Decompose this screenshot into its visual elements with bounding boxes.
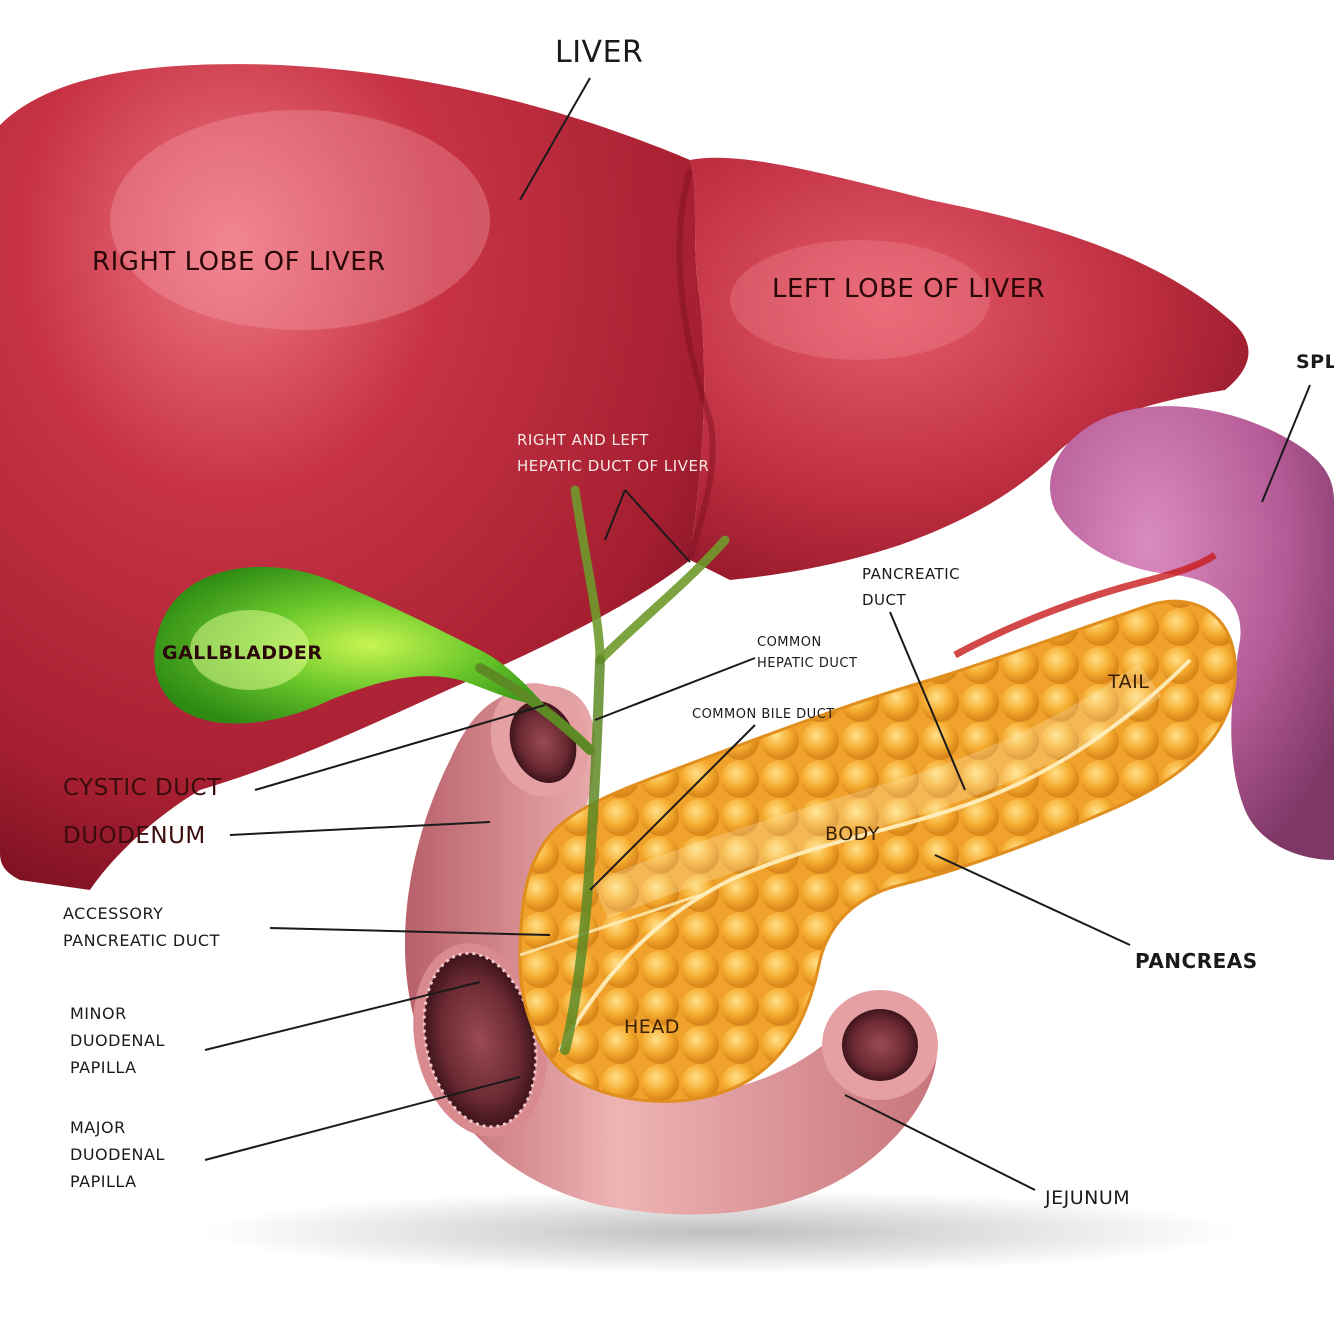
label-hepatic-ducts-line1: RIGHT AND LEFT: [517, 431, 649, 449]
splenic-artery: [953, 552, 1217, 659]
label-hepatic-ducts-line2: HEPATIC DUCT OF LIVER: [517, 456, 710, 475]
liver-highlight: [110, 110, 490, 330]
label-common-hepatic-duct: COMMON HEPATIC DUCT: [757, 633, 857, 675]
leader-hepatic-left: [624, 489, 691, 563]
label-tail: TAIL: [1108, 671, 1150, 693]
label-spleen: SPL: [1296, 351, 1334, 373]
label-accessory-duct: ACCESSORY PANCREATIC DUCT: [63, 900, 220, 954]
label-major-line2: DUODENAL: [70, 1145, 165, 1165]
pancreas-shape: [518, 599, 1237, 1103]
leader-common-bile: [589, 724, 756, 891]
leader-hepatic-right: [604, 489, 626, 541]
label-accessory-line2: PANCREATIC DUCT: [63, 931, 220, 951]
liver-fissure: [676, 169, 716, 561]
label-common-hepatic-line2: HEPATIC DUCT: [757, 655, 858, 671]
leader-accessory: [269, 927, 551, 936]
common-bile-duct-path: [560, 655, 605, 1055]
label-pancreatic-duct: PANCREATIC DUCT: [862, 562, 960, 613]
label-accessory-line1: ACCESSORY: [63, 904, 164, 923]
label-gallbladder: GALLBLADDER: [162, 642, 323, 664]
pancreas-glow: [592, 663, 1162, 919]
label-minor-line2: DUODENAL: [70, 1031, 165, 1051]
left-hepatic-duct-path: [595, 535, 730, 665]
label-minor-line1: MINOR: [70, 1004, 127, 1023]
label-body: BODY: [825, 823, 880, 845]
spleen-shape: [1050, 406, 1334, 860]
label-duodenum: DUODENUM: [63, 823, 206, 849]
label-major-papilla: MAJOR DUODENAL PAPILLA: [70, 1114, 165, 1196]
leader-lines: [204, 77, 1311, 1191]
liver-left-highlight: [730, 240, 990, 360]
leader-pancreatic-duct: [889, 611, 966, 791]
right-hepatic-duct-path: [570, 485, 605, 665]
leader-major: [204, 1076, 521, 1161]
label-left-lobe: LEFT LOBE OF LIVER: [772, 274, 1046, 304]
liver-left-lobe-shape: [690, 157, 1249, 580]
label-minor-papilla: MINOR DUODENAL PAPILLA: [70, 1000, 165, 1082]
label-major-line1: MAJOR: [70, 1118, 126, 1137]
label-head: HEAD: [624, 1016, 680, 1038]
label-pancreatic-duct-line1: PANCREATIC: [862, 565, 961, 583]
label-common-bile-duct: COMMON BILE DUCT: [692, 707, 835, 722]
leader-cystic-duct: [254, 704, 546, 791]
leader-pancreas: [934, 854, 1131, 946]
label-common-hepatic-line1: COMMON: [757, 635, 822, 650]
leader-common-hepatic: [594, 657, 756, 721]
label-jejunum: JEJUNUM: [1045, 1187, 1131, 1209]
jejunum-lumen: [842, 1009, 918, 1081]
accessory-duct: [519, 893, 701, 957]
label-minor-line3: PAPILLA: [70, 1058, 137, 1078]
pancreatic-duct: [558, 658, 1192, 1051]
leader-liver: [519, 77, 591, 201]
label-cystic-duct: CYSTIC DUCT: [63, 775, 222, 801]
leader-minor: [204, 981, 481, 1051]
gallbladder-highlight: [190, 610, 310, 690]
label-liver: LIVER: [555, 35, 644, 70]
label-hepatic-ducts: RIGHT AND LEFT HEPATIC DUCT OF LIVER: [517, 428, 709, 479]
label-right-lobe: RIGHT LOBE OF LIVER: [92, 247, 386, 277]
leader-jejunum: [844, 1094, 1036, 1191]
label-major-line3: PAPILLA: [70, 1172, 137, 1192]
label-pancreatic-duct-line2: DUCT: [862, 590, 907, 609]
leader-spleen: [1261, 384, 1311, 503]
ground-shadow: [200, 1190, 1240, 1274]
leader-duodenum: [229, 821, 491, 836]
label-pancreas: PANCREAS: [1135, 949, 1258, 973]
